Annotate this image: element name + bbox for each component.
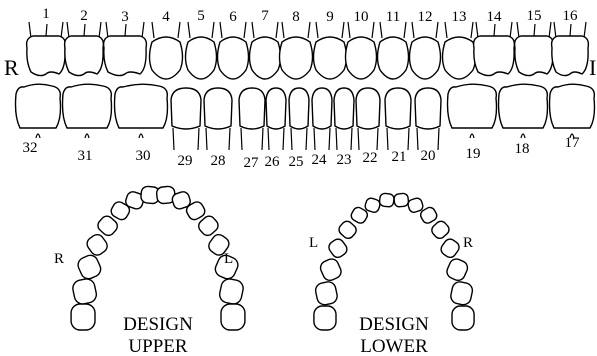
upper-tooth-number: 16	[563, 8, 579, 24]
upper-tooth	[474, 22, 515, 76]
lower-tooth	[550, 84, 595, 138]
upper-tooth	[104, 22, 147, 76]
lower-tooth-number: 31	[78, 148, 93, 164]
upper-tooth	[314, 22, 347, 79]
lower-tooth-number: 26	[265, 154, 281, 170]
upper-tooth-number: 12	[418, 9, 433, 25]
upper-tooth-number: 3	[121, 9, 129, 25]
arch-tooth	[449, 280, 473, 306]
arch-tooth	[314, 280, 338, 306]
lower-tooth-number: 25	[289, 154, 304, 170]
lower-tooth-number: 22	[363, 150, 378, 166]
upper-design-caption-bottom: UPPER	[128, 336, 187, 356]
upper-tooth	[150, 22, 183, 79]
arch-tooth	[71, 277, 98, 305]
lower-tooth-number: 18	[515, 141, 530, 157]
lower-tooth-number: 32	[23, 140, 38, 156]
arch-layer	[71, 186, 474, 330]
arch-tooth	[394, 193, 409, 207]
upper-tooth	[65, 22, 104, 76]
arch-tooth	[327, 237, 350, 260]
lower-tooth-number: 27	[244, 155, 260, 171]
lower-tooth	[289, 88, 309, 150]
upper-tooth-number: 8	[292, 9, 300, 25]
lower-tooth	[334, 88, 354, 150]
upper-tooth-number: 14	[487, 9, 503, 25]
teeth-layer	[16, 22, 595, 150]
arch-tooth	[218, 277, 245, 305]
arch-tooth	[430, 219, 452, 241]
upper-tooth	[250, 22, 281, 79]
lower-tooth-number: 21	[392, 149, 407, 165]
lower-tooth-number: 17	[565, 135, 581, 151]
arch-tooth	[439, 237, 462, 260]
upper-tooth-number: 1	[42, 6, 50, 22]
upper-tooth	[218, 22, 249, 79]
arch-tooth	[76, 253, 103, 281]
arch-tooth	[379, 193, 394, 207]
lower-tooth	[16, 84, 61, 138]
lower-tooth	[115, 84, 168, 138]
lower-tooth-number: 29	[178, 153, 193, 169]
lower-tooth-numbers: 32 31 30 29 28 27 26 25 24 23 22 21 20 19 18 17	[23, 135, 581, 171]
lower-tooth	[312, 88, 332, 150]
upper-tooth	[280, 22, 313, 79]
lower-tooth	[356, 88, 380, 150]
lower-tooth-number: 20	[421, 148, 436, 164]
lower-tooth	[204, 88, 232, 150]
upper-design-right-label: R	[54, 251, 64, 267]
upper-tooth-number: 11	[386, 9, 400, 25]
lower-tooth-number: 30	[136, 148, 151, 164]
lower-design-caption-top: DESIGN	[359, 314, 429, 335]
arch-tooth	[314, 306, 336, 330]
upper-tooth	[378, 22, 409, 79]
chart-side-left-label: I	[589, 55, 596, 80]
upper-tooth	[186, 22, 217, 79]
upper-tooth-number: 6	[229, 9, 237, 25]
upper-design-caption-top: DESIGN	[123, 314, 193, 335]
lower-tooth	[63, 84, 112, 138]
upper-tooth-number: 7	[261, 8, 269, 24]
lower-tooth-number: 28	[211, 153, 226, 169]
lower-tooth	[171, 88, 201, 150]
upper-tooth-number: 5	[197, 8, 205, 24]
chart-side-right-label: R	[4, 55, 19, 80]
arch-tooth	[318, 257, 343, 283]
lower-tooth	[415, 88, 441, 150]
arch-tooth	[445, 257, 470, 283]
arch-tooth	[71, 304, 95, 330]
upper-tooth-number: 10	[354, 9, 369, 25]
upper-tooth	[552, 22, 589, 76]
upper-tooth-number: 15	[527, 8, 542, 24]
upper-tooth-number: 2	[80, 8, 88, 24]
lower-tooth	[448, 84, 497, 138]
lower-tooth	[239, 88, 265, 150]
upper-tooth	[27, 22, 66, 76]
lower-tooth-number: 19	[466, 146, 481, 162]
lower-tooth	[266, 88, 286, 150]
upper-tooth-number: 13	[452, 9, 467, 25]
upper-tooth-number: 4	[162, 9, 170, 25]
lower-tooth-number: 24	[312, 152, 328, 168]
upper-tooth	[410, 22, 441, 79]
upper-tooth	[346, 22, 377, 79]
lower-tooth-number: 23	[337, 152, 352, 168]
arch-tooth	[221, 304, 245, 330]
upper-design-left-label: L	[224, 251, 233, 267]
lower-tooth	[385, 88, 411, 150]
lower-arch	[314, 193, 474, 330]
upper-tooth	[515, 22, 554, 76]
arch-tooth	[84, 232, 109, 258]
arch-tooth	[337, 219, 359, 241]
lower-design-caption-bottom: LOWER	[360, 336, 428, 356]
upper-tooth-number: 9	[326, 9, 334, 25]
lower-design-right-label: R	[463, 235, 473, 251]
upper-arch	[71, 186, 245, 330]
lower-tooth	[499, 84, 548, 138]
arch-tooth	[452, 306, 474, 330]
lower-design-left-label: L	[309, 235, 318, 251]
upper-tooth	[443, 22, 476, 79]
